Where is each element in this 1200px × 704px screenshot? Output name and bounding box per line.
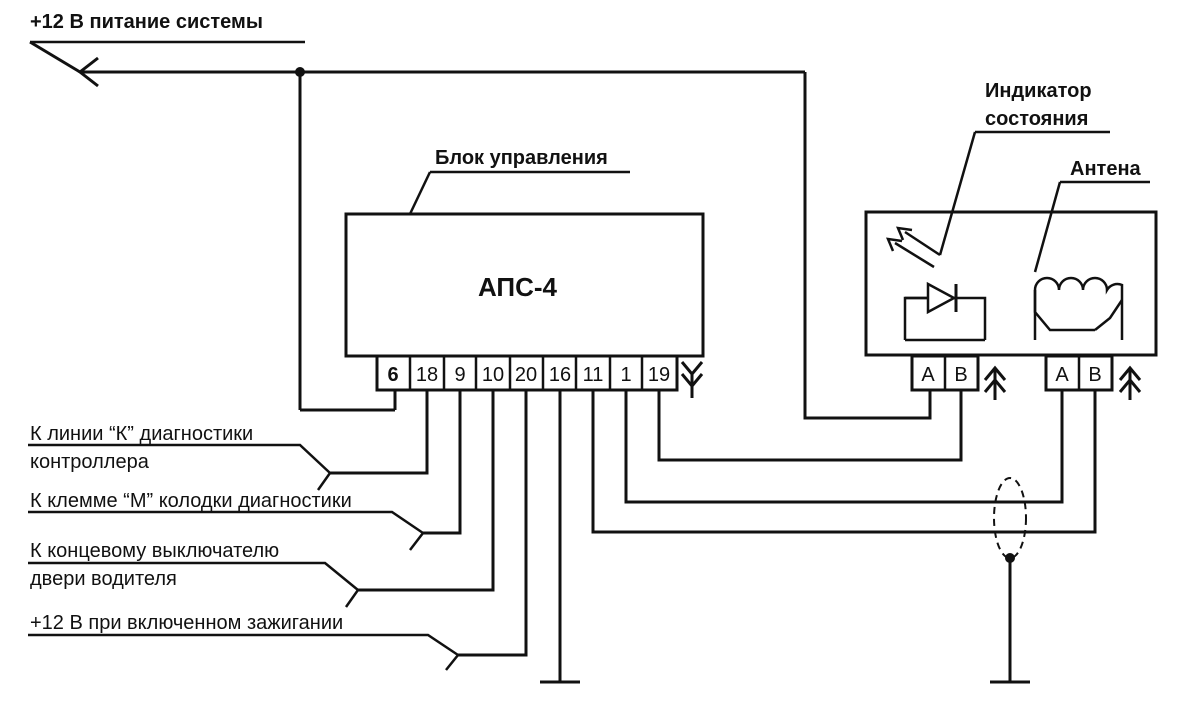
pin-19: 19 [648,364,670,386]
power-supply-label: +12 В питание системы [30,11,263,33]
door-switch-label-1: К концевому выключателю [30,540,279,562]
cable-shield [990,477,1030,684]
connector-up-icon [1118,365,1142,400]
connector-up-icon [983,365,1007,400]
indicator-pin-b: B [954,364,967,386]
pin-1: 1 [620,364,631,386]
status-indicator-label-2: состояния [985,108,1088,130]
pin-10: 10 [482,364,504,386]
antenna-connector: A B [1044,354,1114,392]
indicator-pin-a: A [921,364,935,386]
antenna-coil-icon [1033,276,1124,340]
antenna-label: Антена [1070,158,1142,180]
pin-18: 18 [416,364,438,386]
control-unit: АПС-4 [344,212,705,358]
pin-11: 11 [583,364,604,386]
unit-name: АПС-4 [478,272,558,302]
led-icon [886,226,987,342]
pin-20: 20 [515,364,537,386]
k-line-label-2: контроллера [30,451,150,473]
antenna-pin-b: B [1088,364,1101,386]
door-switch-label-2: двери водителя [30,568,177,590]
pin-16: 16 [549,364,571,386]
unit-pin-strip: 6 18 9 10 20 16 11 1 19 [375,354,679,392]
control-unit-label: Блок управления [435,147,608,169]
pin-9: 9 [454,364,465,386]
m-terminal-label: К клемме “М” колодки диагностики [30,490,352,512]
ignition-label: +12 В при включенном зажигании [30,612,343,634]
antenna-pin-a: A [1055,364,1069,386]
status-indicator-label-1: Индикатор [985,80,1092,102]
power-supply-line [29,40,932,420]
connector-down-icon [680,361,704,398]
k-line-label-1: К линии “К” диагностики [30,423,253,445]
indicator-connector: A B [910,354,980,392]
indicator-module [864,210,1158,357]
pin-6: 6 [387,364,398,386]
